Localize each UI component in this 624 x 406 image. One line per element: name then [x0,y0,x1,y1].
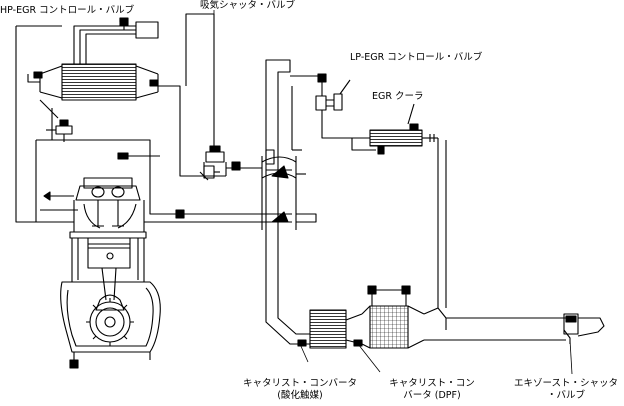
label-egr-cooler: EGR クーラ [372,91,424,102]
exhaust-shutter-valve [563,313,605,344]
label-oxidation-catalyst-line1: キャタリスト・コンバータ [242,378,357,389]
oxidation-catalyst [297,309,363,349]
turbocharger [261,149,317,230]
hp-egr-valve [39,99,73,142]
label-dpf: キャタリスト・コン バータ (DPF) [382,378,482,402]
label-lp-egr-valve: LP-EGR コントロール・バルブ [350,52,483,63]
intercooler [27,63,159,101]
label-oxidation-catalyst-line2: (酸化触媒) [277,390,323,401]
label-exhaust-shutter-valve-line2: ・バルブ [546,390,585,401]
label-exhaust-shutter-valve: エキゾースト・シャッタ ・バルブ [508,378,624,402]
label-dpf-line2: バータ (DPF) [403,390,461,401]
label-intake-shutter-valve: 吸気シャッタ・バルブ [200,0,296,11]
egr-cooler [369,103,438,155]
intake-shutter-valve [199,145,227,181]
label-hp-egr-valve: HP-EGR コントロール・バルブ [0,5,135,16]
label-dpf-line1: キャタリスト・コン [389,378,475,389]
lp-egr-valve [315,79,351,120]
label-oxidation-catalyst: キャタリスト・コンバータ (酸化触媒) [240,378,360,402]
dpf [353,285,425,349]
engine-block [40,177,161,369]
label-exhaust-shutter-valve-line1: エキゾースト・シャッタ [513,378,619,389]
